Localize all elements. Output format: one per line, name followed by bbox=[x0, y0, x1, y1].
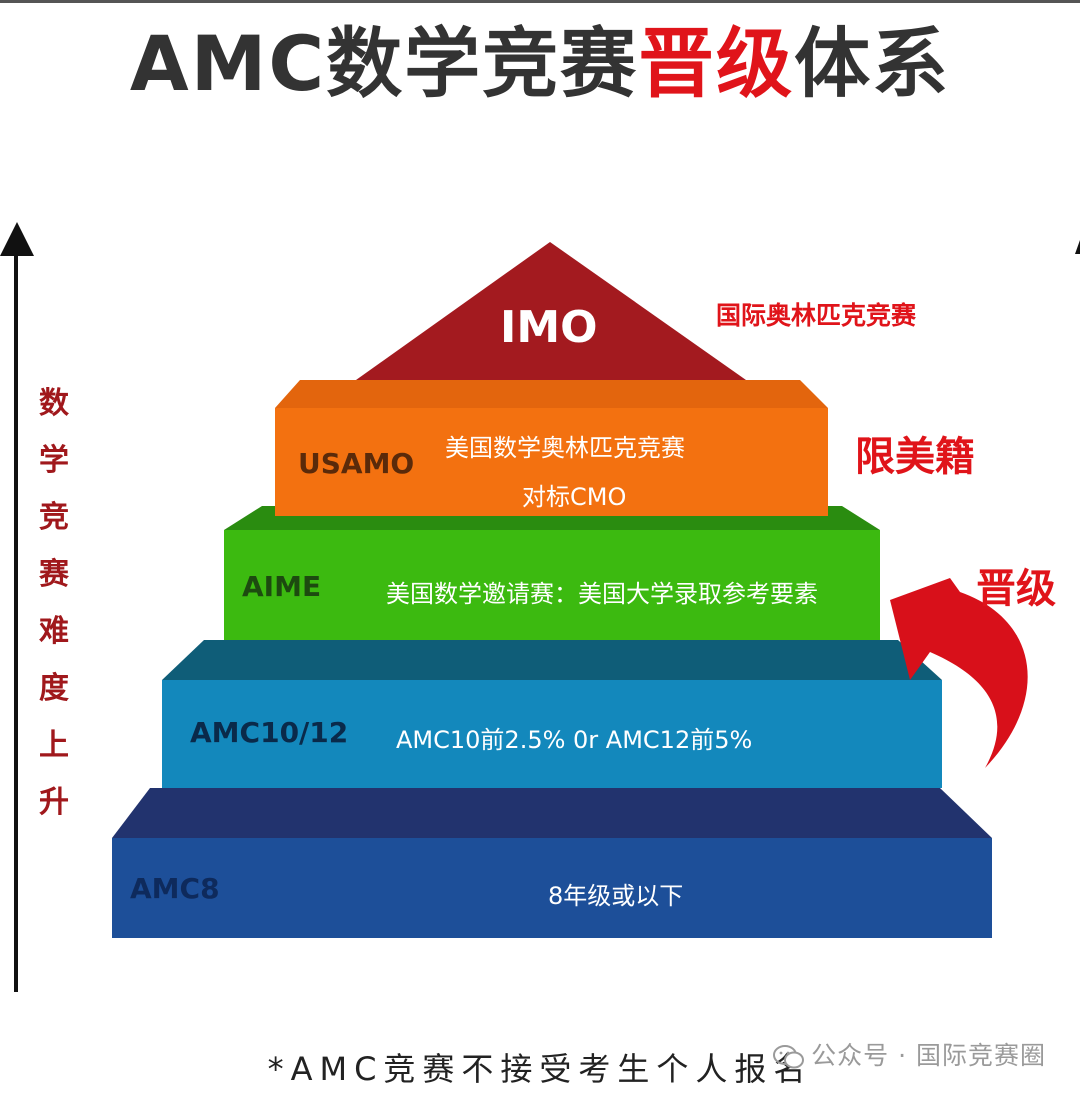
aime-front-face bbox=[224, 530, 880, 640]
difficulty-char: 学 bbox=[39, 443, 69, 478]
tier-name-aime: AIME bbox=[242, 570, 322, 603]
difficulty-char: 上 bbox=[39, 728, 69, 763]
tier-desc-usamo-line1: 美国数学奥林匹克竞赛 bbox=[445, 434, 685, 462]
page-title: AMC数学竞赛晋级体系 bbox=[0, 14, 1080, 114]
difficulty-char: 竞 bbox=[39, 500, 69, 535]
top-border bbox=[0, 0, 1080, 3]
difficulty-label: 数 学 竞 赛 难 度 上 升 bbox=[30, 375, 78, 831]
title-part-1: AMC数学竞赛 bbox=[129, 19, 639, 108]
difficulty-char: 赛 bbox=[39, 557, 69, 592]
side-label-imo: 国际奥林匹克竞赛 bbox=[716, 301, 917, 330]
usamo-front-face bbox=[275, 408, 828, 516]
tier-name-imo: IMO bbox=[500, 302, 598, 353]
difficulty-char: 难 bbox=[39, 614, 69, 649]
amc1012-front-face bbox=[162, 680, 942, 788]
difficulty-axis-line bbox=[14, 252, 18, 992]
watermark: 公众号 · 国际竞赛圈 bbox=[773, 1036, 1046, 1072]
watermark-text: 公众号 · 国际竞赛圈 bbox=[811, 1041, 1046, 1070]
footer-note: *AMC竞赛不接受考生个人报名 bbox=[267, 1050, 813, 1088]
difficulty-arrowhead-icon bbox=[0, 222, 34, 256]
tier-desc-aime: 美国数学邀请赛：美国大学录取参考要素 bbox=[386, 580, 818, 608]
wechat-icon bbox=[773, 1045, 805, 1069]
tier-name-usamo: USAMO bbox=[298, 447, 415, 480]
amc1012-top-face bbox=[162, 640, 942, 680]
amc8-front-face bbox=[112, 838, 992, 938]
difficulty-char: 升 bbox=[39, 785, 69, 820]
tier-name-amc1012: AMC10/12 bbox=[190, 716, 349, 749]
tier-desc-amc1012: AMC10前2.5% 0r AMC12前5% bbox=[396, 726, 753, 754]
difficulty-char: 数 bbox=[39, 386, 69, 421]
promote-arrow-icon bbox=[890, 578, 1028, 768]
tier-desc-usamo-line2: 对标CMO bbox=[522, 483, 627, 511]
amc8-top-face bbox=[112, 788, 992, 838]
usamo-top-face bbox=[275, 380, 828, 408]
imo-triangle bbox=[356, 242, 746, 380]
tier-desc-amc8: 8年级或以下 bbox=[548, 882, 684, 910]
right-edge-arrow-icon bbox=[1075, 240, 1080, 254]
title-highlight: 晋级 bbox=[638, 19, 795, 108]
difficulty-char: 度 bbox=[39, 671, 69, 706]
title-part-3: 体系 bbox=[794, 19, 951, 108]
tier-name-amc8: AMC8 bbox=[130, 872, 220, 905]
side-label-promote: 晋级 bbox=[976, 566, 1056, 612]
side-label-usamo: 限美籍 bbox=[855, 434, 975, 480]
